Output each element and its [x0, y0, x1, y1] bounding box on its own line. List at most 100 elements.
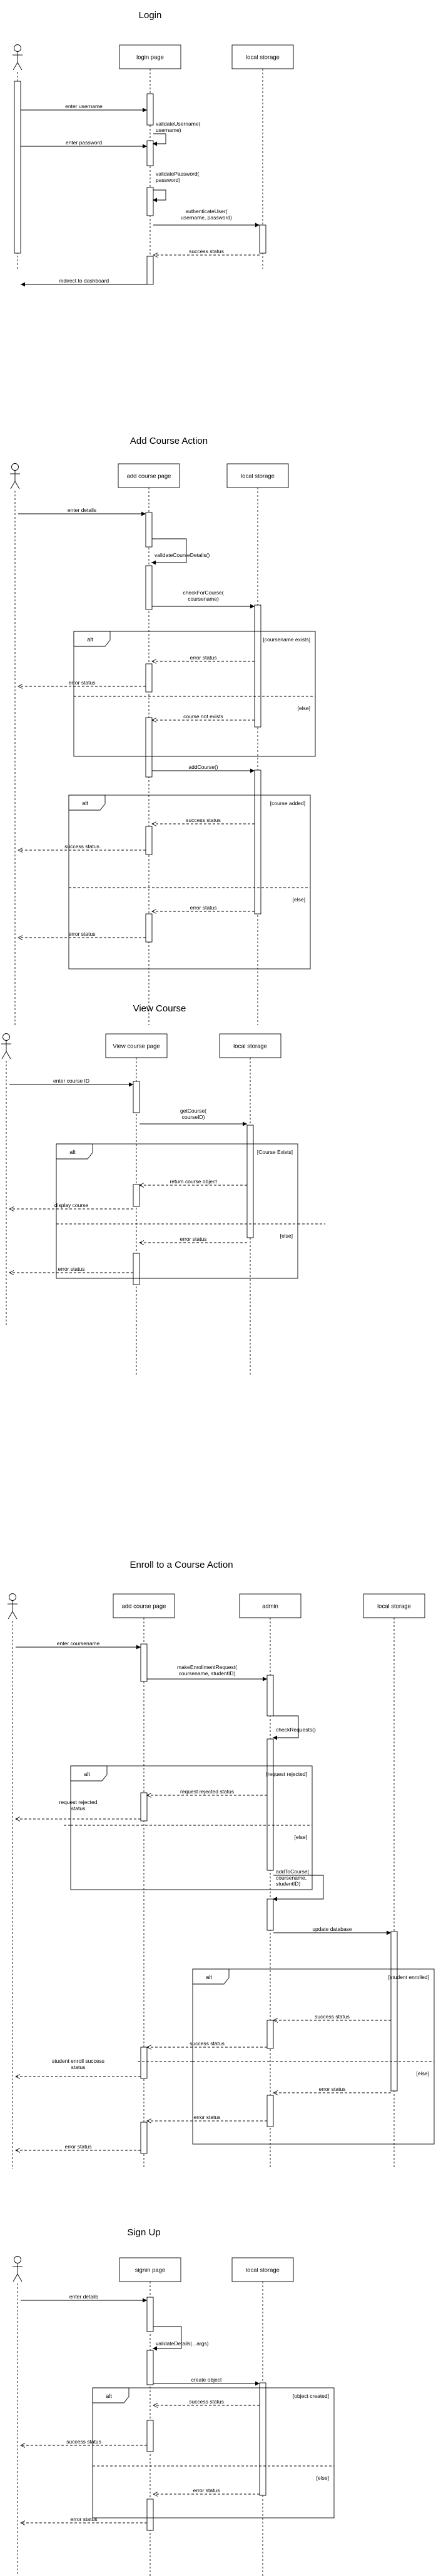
add-alt-1-guard-2: [else]	[298, 705, 310, 711]
view-alt-guard-1: [Course Exists]	[257, 1149, 293, 1155]
view-page-activation-2	[133, 1184, 140, 1207]
login-page-activation-3	[146, 187, 154, 216]
signup-storage-lifeline-label: local storage	[246, 2267, 280, 2274]
enroll-storage-lifeline-label: local storage	[377, 1603, 411, 1610]
view-msg-get-course-label: getCourse(courseID)	[180, 1108, 206, 1120]
login-msg-validate-username-label: validateUsername(username)	[156, 121, 201, 133]
signup-msg-error-2-label: error status	[71, 2516, 98, 2522]
enroll-alt-1-guard-1: [request rejected]	[266, 1771, 307, 1777]
signup-msg-create-object-label: create object	[191, 2377, 222, 2383]
add-actor-leg-left	[10, 481, 16, 489]
add-alt-1-tag	[73, 631, 111, 647]
add-alt-2-guard-1: [course added]	[270, 800, 305, 806]
view-alt-guard-2: [else]	[280, 1233, 293, 1239]
signup-actor-head	[14, 2256, 21, 2263]
login-actor-leg-left	[13, 62, 18, 71]
signup-page-lifeline-label: signin page	[135, 2267, 166, 2274]
enroll-page-activation-4	[140, 2122, 148, 2154]
add-alt-2-operator: alt	[82, 800, 88, 806]
enroll-page-activation-1	[140, 1643, 148, 1682]
enroll-msg-make-request-label: makeEnrollmentRequest(coursename, studen…	[177, 1664, 237, 1676]
add-alt-1-frame	[73, 631, 316, 757]
add-alt-2-guard-2: [else]	[293, 896, 305, 903]
signup-msg-validate-arrow	[153, 2326, 182, 2351]
login-storage-lifeline-box	[231, 44, 294, 69]
signup-page-activation-3	[146, 2420, 154, 2452]
add-page-lifeline-label: add course page	[127, 473, 171, 480]
view-page-activation-3	[133, 1253, 140, 1285]
view-storage-lifeline-box	[219, 1033, 281, 1058]
login-msg-validate-username-arrow	[153, 133, 166, 146]
enroll-alt-2-tag	[192, 1968, 230, 1985]
enroll-msg-check-requests-label: checkRequests()	[276, 1727, 316, 1733]
enroll-admin-lifeline-box	[239, 1593, 302, 1618]
enroll-alt-2-operator: alt	[206, 1974, 212, 1980]
view-storage-activation	[246, 1125, 254, 1238]
add-page-activation-3	[145, 663, 153, 693]
signup-msg-success-1-label: success status	[189, 2398, 224, 2405]
enroll-msg-error-1-label: error status	[319, 2086, 346, 2092]
enroll-page-activation-2	[140, 1792, 148, 1822]
view-actor-leg-left	[1, 1051, 7, 1060]
add-page-activation-1	[145, 512, 153, 548]
add-msg-error-3-label: error status	[190, 905, 217, 911]
login-msg-success-label: success status	[189, 248, 224, 254]
add-msg-validate-label: validateCourseDetails()	[155, 552, 210, 558]
enroll-storage-lifeline-box	[363, 1593, 425, 1618]
enroll-alt-1-frame	[70, 1765, 313, 1890]
signup-msg-error-1-label: error status	[193, 2487, 220, 2493]
enroll-admin-activation-3	[266, 1898, 274, 1931]
enroll-admin-lifeline-label: admin	[262, 1603, 278, 1610]
view-alt-frame	[56, 1143, 298, 1279]
enroll-msg-add-to-course-label: addToCourse(coursename,studentID)	[276, 1868, 310, 1887]
signup-page-activation-4	[146, 2498, 154, 2531]
login-title: Login	[139, 10, 162, 21]
view-msg-error-1-label: error status	[180, 1236, 207, 1242]
enroll-actor-leg-right	[12, 1611, 18, 1620]
login-page-lifeline-box	[119, 44, 181, 69]
signup-alt-tag	[92, 2387, 129, 2403]
enroll-alt-2-guard-1: [student enrolled]	[388, 1974, 429, 1980]
signup-msg-validate-label: validateDetails(...args)	[156, 2340, 209, 2347]
enroll-msg-rejected-1-label: request rejected status	[180, 1788, 234, 1795]
view-page-activation-1	[133, 1081, 140, 1113]
enroll-msg-success-1-label: success status	[315, 2013, 350, 2020]
enroll-page-lifeline-label: add course page	[122, 1603, 166, 1610]
add-msg-error-1-label: error status	[190, 654, 217, 661]
enroll-page-activation-3	[140, 2047, 148, 2079]
add-actor-leg-right	[14, 481, 20, 489]
login-storage-lifeline-label: local storage	[246, 54, 280, 61]
add-msg-success-2-label: success status	[64, 843, 99, 849]
enroll-storage-activation	[390, 1931, 398, 2092]
enroll-actor-head	[9, 1593, 16, 1601]
view-page-lifeline-label: View course page	[113, 1043, 160, 1050]
add-alt-2-tag	[68, 794, 106, 811]
signup-alt-guard-2: [else]	[317, 2475, 329, 2481]
signup-page-activation-2	[146, 2350, 154, 2385]
view-actor-head	[3, 1033, 10, 1041]
enroll-msg-update-db-label: update database	[312, 1926, 352, 1932]
add-page-activation-5	[145, 826, 153, 855]
enroll-msg-check-requests-arrow	[273, 1715, 299, 1740]
enroll-alt-1-tag	[70, 1765, 108, 1782]
view-msg-enter-id-label: enter course ID	[53, 1078, 89, 1084]
enroll-actor-leg-left	[8, 1611, 13, 1620]
enroll-alt-1-guard-2: [else]	[295, 1834, 307, 1840]
add-msg-validate-arrow	[151, 538, 187, 565]
add-page-activation-4	[145, 717, 153, 778]
enroll-admin-activation-4	[266, 2020, 274, 2049]
view-actor-leg-right	[6, 1051, 11, 1060]
add-msg-enter-details-label: enter details	[68, 507, 96, 513]
login-msg-redirect-label: redirect to dashboard	[59, 278, 109, 284]
enroll-admin-activation-1	[266, 1675, 274, 1716]
enroll-alt-2-frame	[192, 1968, 435, 2145]
add-msg-add-course-label: addCourse()	[188, 764, 218, 770]
login-page-activation-4	[146, 256, 154, 285]
enroll-msg-success-2-label: success status	[190, 2040, 225, 2047]
signup-page-lifeline-box	[119, 2257, 181, 2282]
add-alt-1-operator: alt	[87, 636, 93, 643]
signup-actor-leg-left	[13, 2273, 18, 2282]
add-actor-head	[11, 463, 19, 471]
